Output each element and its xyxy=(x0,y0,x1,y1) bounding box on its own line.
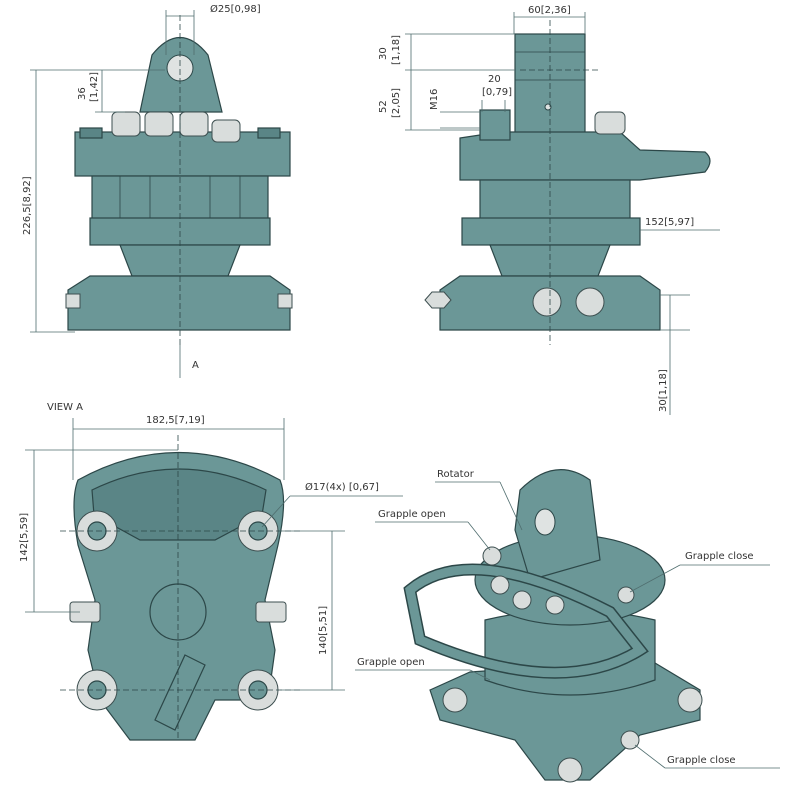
side-dim-port-in: [0,79] xyxy=(482,87,512,98)
iso-handle xyxy=(405,565,647,678)
side-lug-hole xyxy=(544,103,552,111)
iso-label-grapple-close-bottom: Grapple close xyxy=(667,755,736,766)
iso-view: Rotator Grapple open Grapple close Grapp… xyxy=(355,469,780,783)
side-flange xyxy=(461,217,641,246)
hose-fitting xyxy=(545,595,565,615)
iso-mount-hole xyxy=(557,757,583,783)
leader-line xyxy=(629,564,681,593)
view-a-dim-hole: Ø17(4x) [0,67] xyxy=(305,481,379,493)
front-base-plug xyxy=(65,293,81,309)
hose-fitting xyxy=(111,111,141,137)
view-a-dim-depth: 142[5,59] xyxy=(19,513,30,562)
front-left-tab xyxy=(79,127,103,139)
view-marker-a: A xyxy=(192,360,199,371)
view-a-dim-hole-spacing: 140[5,51] xyxy=(318,606,329,655)
iso-pin-hole xyxy=(534,508,556,536)
leader-line xyxy=(467,521,491,551)
side-thread-label: M16 xyxy=(429,89,440,110)
side-dim-top-mm: 30 xyxy=(378,47,389,60)
iso-label-grapple-close-top: Grapple close xyxy=(685,551,754,562)
side-port xyxy=(479,109,511,141)
leader-line xyxy=(499,481,523,531)
hose-fitting xyxy=(617,586,635,604)
front-pin-hole xyxy=(166,54,194,82)
side-hose-fitting xyxy=(594,111,626,135)
iso-mount-hole xyxy=(442,687,468,713)
iso-label-grapple-open-bottom: Grapple open xyxy=(357,657,425,668)
iso-hose-fittings xyxy=(482,546,640,750)
iso-label-rotator: Rotator xyxy=(437,469,475,480)
front-right-tab xyxy=(257,127,281,139)
hose-fitting xyxy=(179,111,209,137)
side-fitting xyxy=(255,601,287,623)
side-dim-mid-in: [2,05] xyxy=(391,88,402,118)
iso-label-grapple-open-top: Grapple open xyxy=(378,509,446,520)
front-base xyxy=(67,275,291,331)
side-dim-port-mm: 20 xyxy=(488,74,501,85)
leader-line xyxy=(261,495,291,528)
front-view: Ø25[0,98] 226,5[8,92] 36 [1,42] A xyxy=(22,3,293,378)
side-view: 60[2,36] 30 [1,18] 52 [2,05] M16 20 [0,7… xyxy=(378,5,720,415)
side-upper-housing xyxy=(459,131,711,181)
front-dim-lug-mm: 36 xyxy=(77,87,88,100)
side-middle-housing xyxy=(479,179,631,221)
side-dim-top-in: [1,18] xyxy=(391,35,402,65)
hose-fitting xyxy=(482,546,502,566)
iso-mount-hole xyxy=(677,687,703,713)
side-dim-base-height: 30[1,18] xyxy=(658,369,669,412)
front-dim-total-height: 226,5[8,92] xyxy=(22,176,33,235)
front-dim-lug-in: [1,42] xyxy=(89,72,100,102)
hose-fitting xyxy=(512,590,532,610)
front-base-plug xyxy=(277,293,293,309)
hex-plug xyxy=(424,291,452,309)
side-dim-mid-mm: 52 xyxy=(378,100,389,113)
iso-lug xyxy=(514,469,601,581)
hose-fitting xyxy=(144,111,174,137)
side-dim-lug-width: 60[2,36] xyxy=(528,5,571,16)
base-port xyxy=(575,287,605,317)
front-upper-housing xyxy=(74,131,291,177)
front-dim-pin-diameter: Ø25[0,98] xyxy=(210,3,261,15)
view-a-title: VIEW A xyxy=(47,402,83,413)
front-hose-fittings xyxy=(111,111,241,143)
angled-port xyxy=(154,654,206,731)
view-a-dim-width: 182,5[7,19] xyxy=(146,415,205,426)
side-dim-width: 152[5,97] xyxy=(645,217,694,228)
leader-line xyxy=(634,744,666,769)
leader-line xyxy=(469,669,491,681)
hose-fitting xyxy=(490,575,510,595)
hose-fitting xyxy=(211,119,241,143)
hose-fitting xyxy=(620,730,640,750)
base-port xyxy=(532,287,562,317)
view-a: VIEW A 182,5[7,19] 142[5,59] Ø17(4x) [0,… xyxy=(19,402,403,741)
